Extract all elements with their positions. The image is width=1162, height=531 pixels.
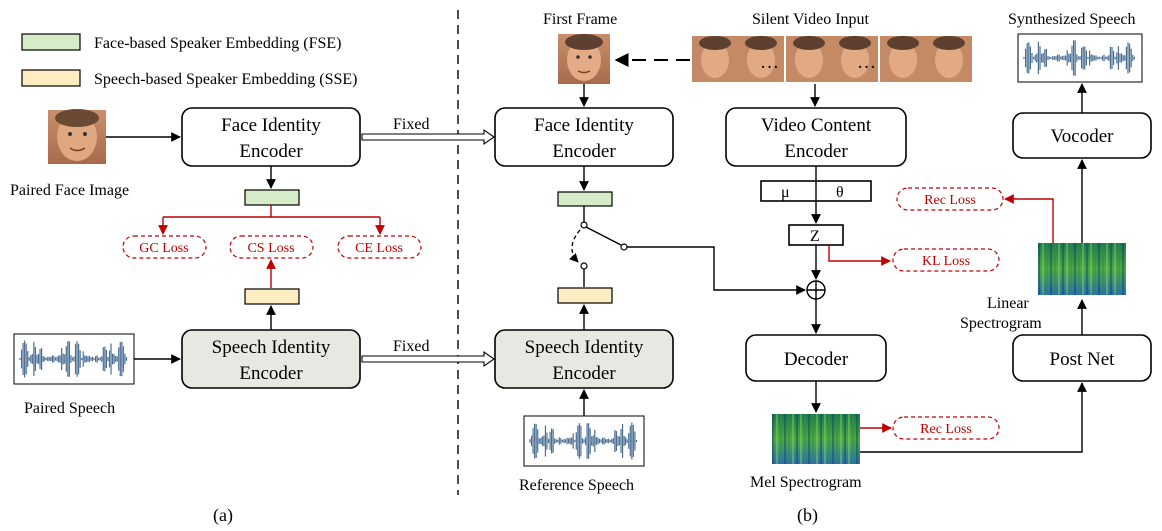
svg-text:Decoder: Decoder [784, 349, 849, 370]
post-net: Post Net [1012, 334, 1152, 382]
first-frame-label: First Frame [543, 11, 617, 28]
svg-text:Rec Loss: Rec Loss [924, 193, 976, 208]
svg-text:CE Loss: CE Loss [355, 241, 403, 256]
svg-text:Z: Z [810, 228, 820, 245]
svg-text:Encoder: Encoder [239, 141, 303, 162]
mel-spectrogram [772, 414, 860, 464]
fse-embedding-b [557, 191, 613, 207]
legend: Face-based Speaker Embedding (FSE) Speec… [21, 33, 357, 88]
caption-a: (a) [213, 505, 233, 526]
rec-loss-linear: Rec Loss [896, 187, 1004, 211]
svg-text:μ: μ [781, 184, 790, 201]
z-box: Z [788, 224, 844, 246]
svg-text:KL Loss: KL Loss [922, 254, 970, 269]
decoder: Decoder [745, 334, 887, 382]
svg-text:Fixed: Fixed [393, 116, 429, 133]
fse-embedding-a [244, 189, 300, 206]
svg-text:Speech Identity: Speech Identity [525, 337, 644, 358]
svg-text:Rec Loss: Rec Loss [920, 422, 972, 437]
embedding-switch [569, 206, 806, 295]
cs-loss: CS Loss [229, 235, 314, 259]
svg-text:θ: θ [836, 184, 844, 201]
linear-spectrogram-label-1: Linear [987, 295, 1029, 312]
reference-speech-label: Reference Speech [519, 477, 634, 494]
paired-speech-label: Paired Speech [24, 400, 115, 417]
legend-sse-swatch [21, 69, 81, 87]
speech-identity-encoder-b: Speech Identity Encoder [494, 329, 674, 389]
gc-loss: GC Loss [122, 235, 207, 259]
vocoder: Vocoder [1012, 112, 1152, 159]
sse-embedding-b [557, 287, 613, 304]
synthesized-speech-label: Synthesized Speech [1008, 11, 1136, 28]
face-identity-encoder-a: Face Identity Encoder [181, 107, 361, 167]
svg-text:Post Net: Post Net [1050, 349, 1116, 370]
sum-node [806, 280, 826, 300]
synthesized-speech-waveform [1017, 33, 1143, 83]
svg-text:Vocoder: Vocoder [1051, 126, 1115, 147]
paired-speech-waveform [13, 333, 135, 385]
speech-identity-encoder-a: Speech Identity Encoder [181, 329, 361, 389]
linear-spectrogram-label-2: Spectrogram [960, 315, 1042, 332]
paired-face-label: Paired Face Image [10, 182, 129, 199]
svg-text:Speech Identity: Speech Identity [212, 337, 331, 358]
svg-text:Encoder: Encoder [239, 363, 303, 384]
svg-text:Encoder: Encoder [784, 141, 848, 162]
kl-loss: KL Loss [892, 248, 1000, 272]
legend-fse-swatch [21, 33, 81, 51]
video-dots-2: … [857, 52, 876, 73]
fixed-arrow-bottom: Fixed [361, 338, 495, 368]
svg-text:Face Identity: Face Identity [221, 115, 321, 136]
paired-face-image [48, 109, 106, 164]
caption-b: (b) [797, 505, 818, 526]
video-dots-1: … [760, 52, 779, 73]
legend-sse-label: Speech-based Speaker Embedding (SSE) [94, 71, 357, 88]
mel-spectrogram-label: Mel Spectrogram [750, 474, 862, 491]
svg-text:Encoder: Encoder [552, 363, 616, 384]
reference-speech-waveform [523, 415, 645, 467]
mu-theta-box: μ θ [760, 180, 872, 202]
fixed-arrow-top: Fixed [361, 116, 495, 146]
svg-text:GC Loss: GC Loss [139, 241, 188, 256]
svg-text:Encoder: Encoder [552, 141, 616, 162]
svg-text:Face Identity: Face Identity [534, 115, 634, 136]
sse-embedding-a [244, 288, 300, 305]
legend-fse-label: Face-based Speaker Embedding (FSE) [94, 35, 341, 52]
svg-text:Fixed: Fixed [393, 338, 429, 355]
linear-spectrogram [1038, 243, 1126, 295]
face-identity-encoder-b: Face Identity Encoder [494, 107, 674, 167]
svg-text:Video Content: Video Content [761, 115, 872, 136]
loss-connectors-a [158, 205, 385, 288]
silent-video-label: Silent Video Input [752, 11, 870, 28]
ce-loss: CE Loss [337, 235, 422, 259]
rec-loss-mel: Rec Loss [892, 416, 1000, 440]
silent-video-frames [692, 36, 972, 82]
first-frame-image [558, 34, 610, 84]
video-content-encoder: Video Content Encoder [725, 107, 907, 167]
svg-text:CS Loss: CS Loss [247, 241, 294, 256]
